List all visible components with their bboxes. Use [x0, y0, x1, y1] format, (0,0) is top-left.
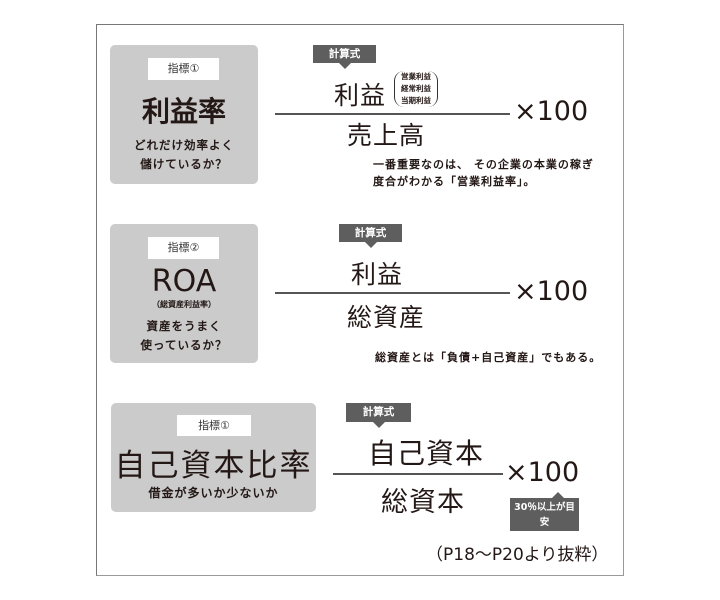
fraction-line — [333, 473, 503, 475]
denominator: 総資産 — [347, 303, 426, 332]
document-frame — [96, 24, 624, 576]
indicator-description: 資産をうまく 使っているか？ — [110, 317, 258, 355]
note: 総資産とは「負債+自己資産」でもある。 — [375, 351, 602, 364]
indicator-title: 自己資本比率 — [114, 448, 313, 484]
numerator: 利益 — [350, 260, 403, 289]
formula-tag: 計算式 — [313, 45, 376, 69]
numerator: 利益 — [334, 81, 387, 110]
indicator-description: 借金が多いか少ないか — [148, 486, 279, 500]
guideline-callout: 30％以上が目安 50％以上で優良 — [510, 492, 579, 558]
multiplier: ×100 — [505, 457, 580, 488]
variant: 経常利益 — [401, 84, 431, 93]
formula-tag: 計算式 — [346, 403, 411, 428]
description-line: 資産をうまく — [146, 319, 222, 333]
indicator-title-sub: （総資産利益率） — [152, 300, 216, 309]
formula-tag: 計算式 — [339, 224, 402, 248]
multiplier: ×100 — [514, 96, 589, 127]
indicator-description: どれだけ効率よく 儲けているか？ — [110, 136, 258, 174]
denominator: 総資本 — [381, 487, 465, 518]
variant: 営業利益 — [401, 72, 431, 81]
indicator-label: 指標② — [148, 237, 219, 259]
indicator-title: 利益率 — [141, 95, 226, 128]
description-line: 使っているか？ — [140, 338, 228, 352]
numerator-variants: 営業利益 経常利益 当期利益 — [394, 71, 438, 107]
guide-line: 30％以上が目安 — [514, 502, 575, 528]
denominator: 売上高 — [347, 121, 426, 150]
description-line: どれだけ効率よく — [134, 138, 234, 152]
fraction-line — [275, 292, 510, 294]
source-footer: （P18〜P20より抜粋） — [426, 545, 609, 565]
multiplier: ×100 — [514, 276, 589, 307]
variant: 当期利益 — [401, 96, 431, 105]
description-line: 儲けているか？ — [140, 157, 228, 171]
note-line: 度合がわかる「営業利益率」。 — [373, 175, 536, 188]
indicator-title: ROA — [151, 264, 217, 299]
fraction-line — [275, 113, 510, 115]
note-line: 一番重要なのは、 その企業の本業の稼ぎ — [373, 158, 594, 171]
indicator-label: 指標① — [177, 415, 251, 436]
indicator-label: 指標① — [148, 58, 219, 80]
guide-line: 50％以上で優良 — [514, 532, 575, 558]
numerator: 自己資本 — [368, 437, 485, 470]
note: 一番重要なのは、 その企業の本業の稼ぎ 度合がわかる「営業利益率」。 — [373, 156, 594, 190]
